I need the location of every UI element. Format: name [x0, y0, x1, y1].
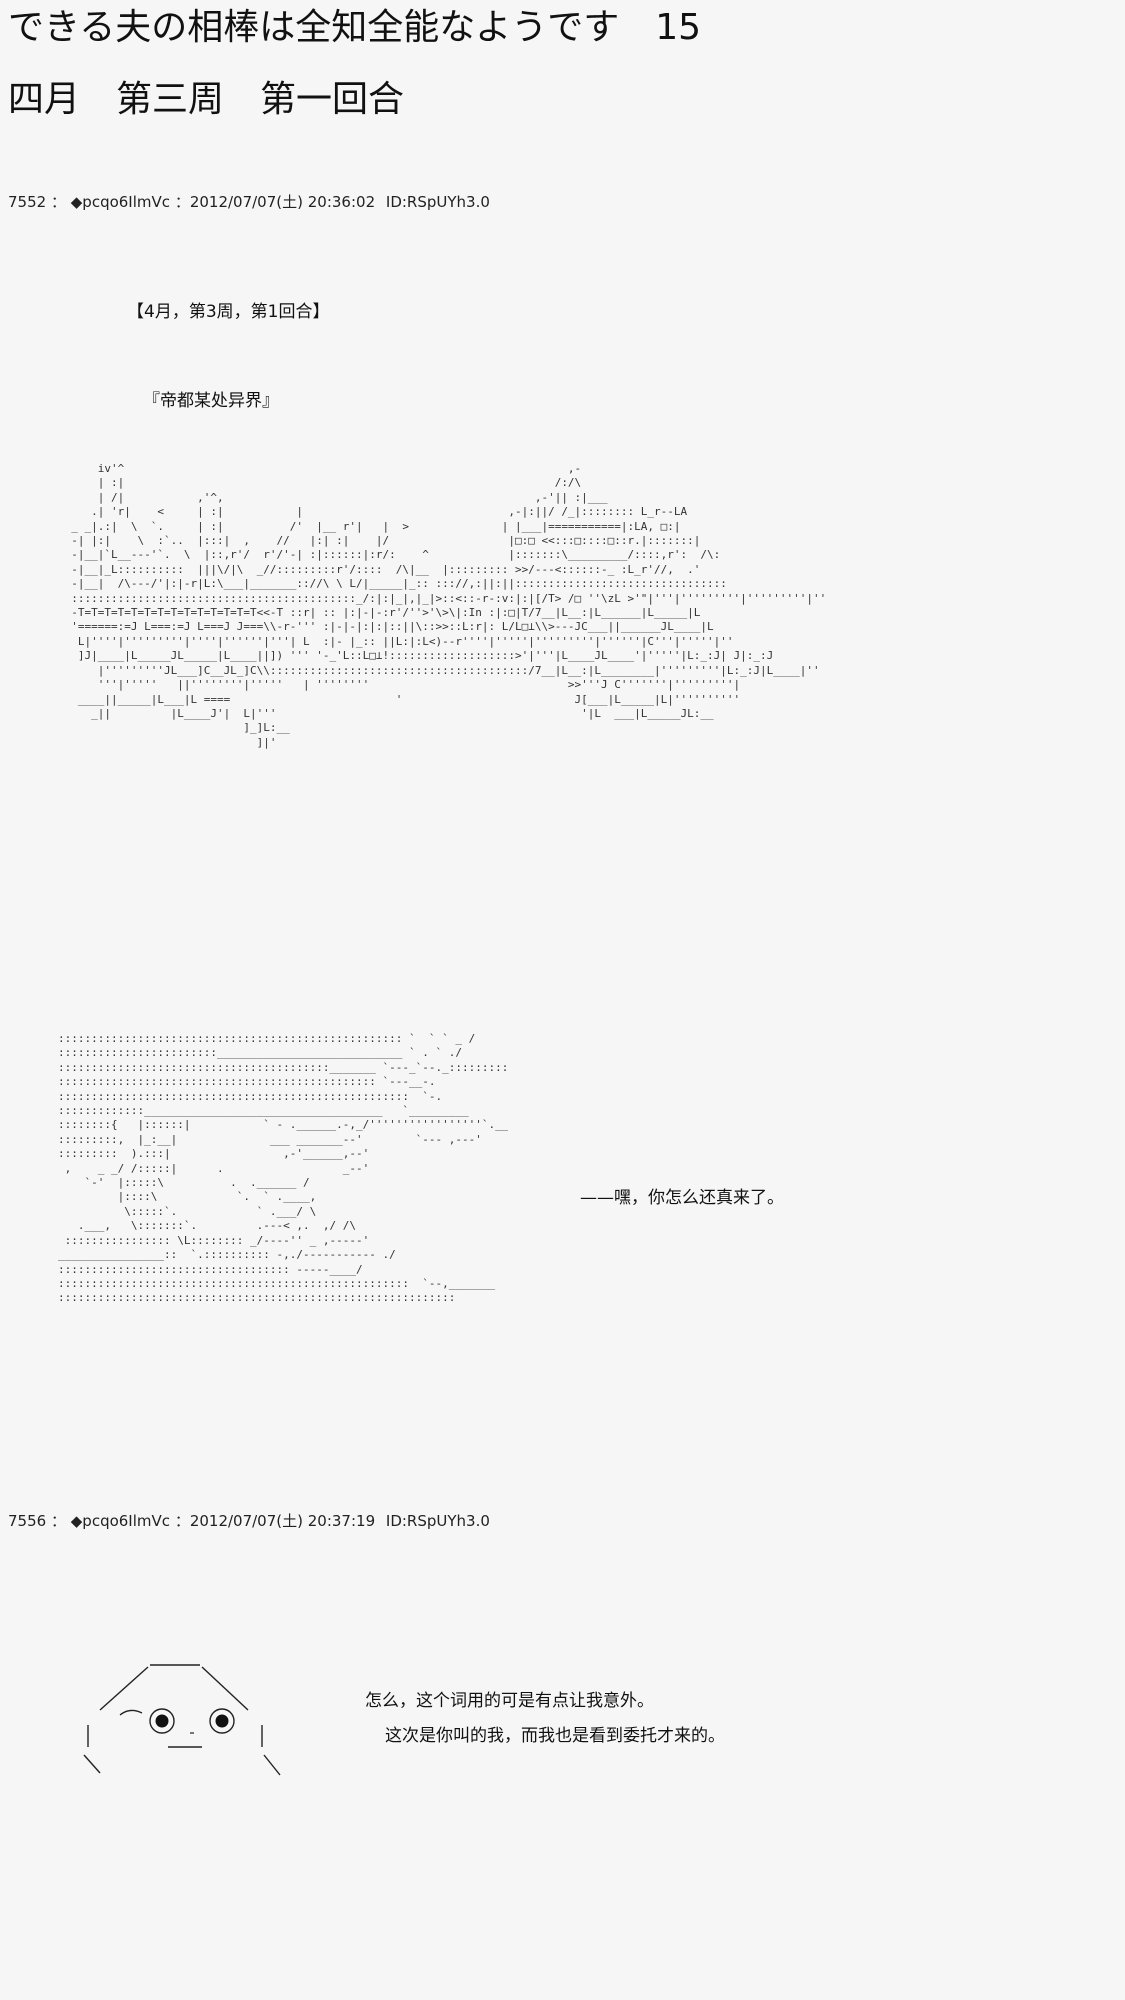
head-right-line: [201, 1666, 249, 1711]
post-date: ：2012/07/07(土) 20:36:02: [174, 193, 376, 211]
post-text-line: 【4月，第3周，第1回合】: [127, 302, 330, 322]
page-subtitle: 四月 第三周 第一回合: [8, 79, 405, 120]
post-author[interactable]: ◆pcqo6IlmVc: [70, 193, 171, 211]
post-separator: ：: [50, 1512, 66, 1530]
post-number: 7556: [8, 1512, 47, 1530]
post-author[interactable]: ◆pcqo6IlmVc: [70, 1512, 171, 1530]
post-text-line: 怎么，这个词用的可是有点让我意外。: [365, 1691, 654, 1711]
post-header: 7552 ： ◆pcqo6IlmVc ：2012/07/07(土) 20:36:…: [8, 193, 490, 211]
face-drawing: [83, 1664, 281, 1776]
jaw-right-line: [263, 1754, 281, 1776]
head-left-line: [99, 1666, 149, 1711]
post-id[interactable]: ID:RSpUYh3.0: [385, 1512, 490, 1530]
ascii-art-cityscape: iv'^ ,- | :| /:/\ | /| ,'^,: [71, 462, 827, 749]
post-date: ：2012/07/07(土) 20:37:19: [174, 1512, 376, 1530]
left-eye: [149, 1708, 175, 1734]
post-text-line: ——嘿，你怎么还真来了。: [580, 1188, 784, 1208]
post-id[interactable]: ID:RSpUYh3.0: [385, 193, 490, 211]
post-number: 7552: [8, 193, 47, 211]
post-text-line: 『帝都某处异界』: [143, 391, 279, 411]
jaw-left-line: [83, 1754, 101, 1774]
post-text-line: 这次是你叫的我，而我也是看到委托才来的。: [385, 1726, 725, 1746]
post-header: 7556 ： ◆pcqo6IlmVc ：2012/07/07(土) 20:37:…: [8, 1512, 490, 1530]
eyebrow-left: [119, 1709, 143, 1716]
ascii-art-figure: ::::::::::::::::::::::::::::::::::::::::…: [58, 1032, 508, 1305]
post-separator: ：: [50, 193, 66, 211]
right-eye: [209, 1708, 235, 1734]
page-title: できる夫の相棒は全知全能なようです 15: [8, 7, 702, 48]
